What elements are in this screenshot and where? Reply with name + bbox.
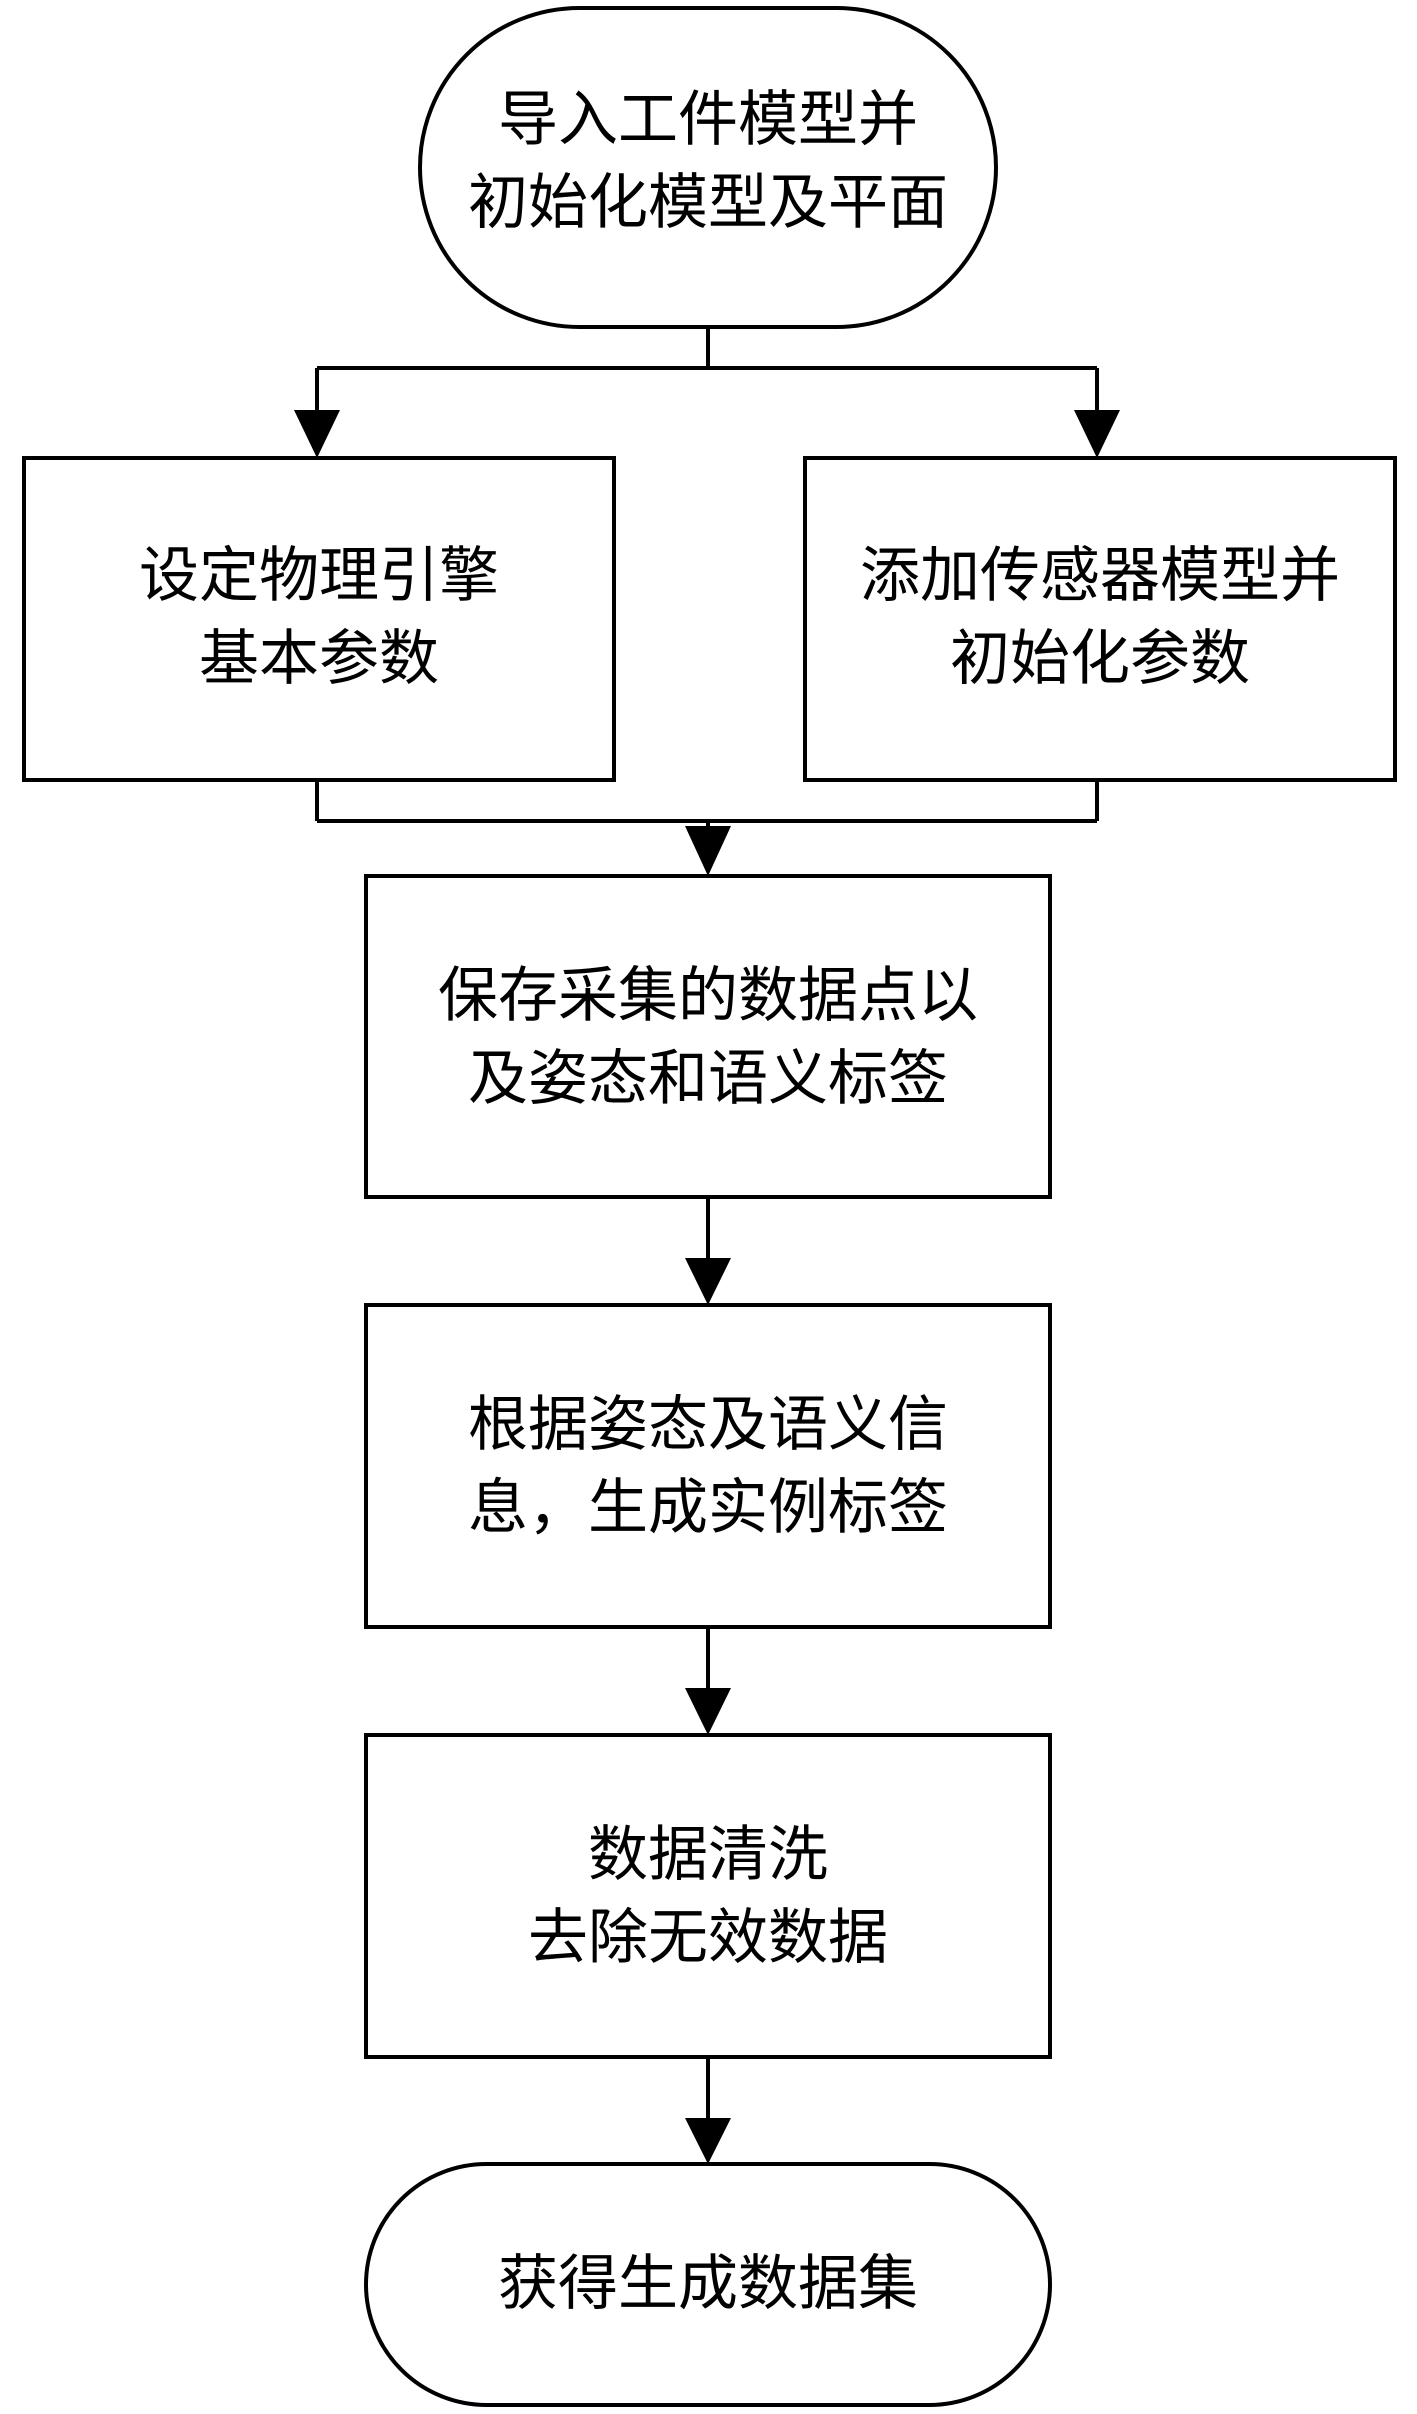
arrowhead-to-clean <box>685 1688 731 1735</box>
sensor-label-line-1: 添加传感器模型并 <box>860 541 1340 611</box>
save-label-line-1: 保存采集的数据点以 <box>438 961 978 1031</box>
clean-label-line-2: 去除无效数据 <box>528 1903 888 1973</box>
node-instance: 根据姿态及语义信 息，生成实例标签 <box>364 1303 1052 1629</box>
edge-merge-save <box>315 780 1099 832</box>
node-save: 保存采集的数据点以 及姿态和语义标签 <box>364 874 1052 1199</box>
save-process-box <box>364 874 1052 1199</box>
physics-label-line-1: 设定物理引擎 <box>139 541 499 611</box>
arrowhead-to-save <box>685 826 731 876</box>
instance-process-box <box>364 1303 1052 1629</box>
end-terminal-shape <box>364 2162 1052 2407</box>
clean-process-box <box>364 1733 1052 2059</box>
arrowhead-to-physics <box>294 410 340 458</box>
instance-label-line-1: 根据姿态及语义信 <box>468 1390 948 1460</box>
start-terminal-shape <box>418 6 998 329</box>
arrowhead-to-end <box>685 2118 731 2164</box>
arrowhead-to-sensor <box>1074 410 1120 458</box>
physics-label-line-2: 基本参数 <box>199 624 439 694</box>
save-label-line-2: 及姿态和语义标签 <box>468 1044 948 1114</box>
node-clean: 数据清洗 去除无效数据 <box>364 1733 1052 2059</box>
sensor-process-box <box>803 456 1397 782</box>
edge-start-split <box>315 327 1099 418</box>
instance-label-line-2: 息，生成实例标签 <box>468 1473 948 1543</box>
start-label-line-2: 初始化模型及平面 <box>468 168 948 238</box>
arrowhead-to-instance <box>685 1258 731 1305</box>
end-label: 获得生成数据集 <box>498 2249 918 2319</box>
node-end: 获得生成数据集 <box>364 2162 1052 2407</box>
physics-process-box <box>22 456 616 782</box>
connectors <box>294 327 1120 2164</box>
node-sensor: 添加传感器模型并 初始化参数 <box>803 456 1397 782</box>
node-physics: 设定物理引擎 基本参数 <box>22 456 616 782</box>
sensor-label-line-2: 初始化参数 <box>950 624 1250 694</box>
start-label-line-1: 导入工件模型并 <box>498 85 918 155</box>
node-start: 导入工件模型并 初始化模型及平面 <box>418 6 998 329</box>
clean-label-line-1: 数据清洗 <box>588 1820 828 1890</box>
